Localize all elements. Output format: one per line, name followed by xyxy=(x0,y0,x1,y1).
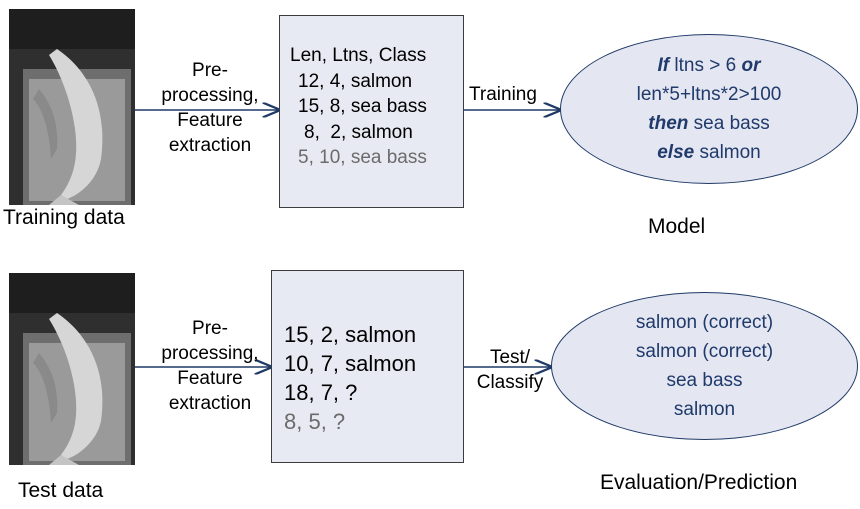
rule-else-value: salmon xyxy=(694,142,761,163)
test-data-caption: Test data xyxy=(18,479,104,502)
step-line: Pre- xyxy=(192,318,228,339)
step-line: extraction xyxy=(168,135,252,156)
result-line: salmon xyxy=(673,399,736,420)
test-preprocessing-label: Pre- processing, Feature extraction xyxy=(139,316,281,416)
features-header: Len, Ltns, Class xyxy=(290,45,427,66)
step-line: extraction xyxy=(168,393,252,414)
features-row: 18, 7, ? xyxy=(284,380,358,405)
fish-on-table-photo-icon xyxy=(9,9,135,205)
keyword-then: then xyxy=(648,113,689,134)
features-row-unknown: 8, 5, ? xyxy=(284,409,346,434)
training-arrow-label: Training xyxy=(469,84,537,105)
features-row: 12, 4, salmon xyxy=(298,70,413,92)
model-ellipse: If ltns > 6 or len*5+ltns*2>100 then sea… xyxy=(560,34,858,184)
training-preprocessing-label: Pre- processing, Feature extraction xyxy=(139,58,281,158)
fish-on-table-photo-icon xyxy=(9,273,135,465)
results-ellipse: salmon (correct) salmon (correct) sea ba… xyxy=(551,292,858,440)
result-line: salmon (correct) xyxy=(635,312,774,333)
keyword-else: else xyxy=(657,142,695,163)
training-features-box: Len, Ltns, Class 12, 4, salmon 15, 8, se… xyxy=(279,15,464,208)
features-row: 15, 8, sea bass xyxy=(298,96,427,117)
step-line: processing, xyxy=(161,85,259,106)
keyword-if: If xyxy=(657,55,670,76)
features-row: 10, 7, salmon xyxy=(284,351,417,376)
arrow-label-line: Classify xyxy=(476,372,544,393)
rule-then-value: sea bass xyxy=(688,113,770,134)
features-row: 15, 2, salmon xyxy=(284,322,417,347)
model-caption: Model xyxy=(648,215,706,238)
evaluation-caption: Evaluation/Prediction xyxy=(600,471,798,494)
training-data-caption: Training data xyxy=(3,206,125,229)
arrow-label-line: Test/ xyxy=(489,347,531,368)
step-line: processing, xyxy=(161,343,259,364)
step-line: Feature xyxy=(177,110,243,131)
model-rule-line-1: If ltns > 6 or xyxy=(658,51,761,80)
step-line: Pre- xyxy=(192,60,228,81)
training-fish-photo xyxy=(9,9,135,205)
keyword-or: or xyxy=(741,55,761,76)
features-row-unused: 5, 10, sea bass xyxy=(298,147,427,168)
features-row: 8, 2, salmon xyxy=(304,121,413,143)
model-rule-line-2: len*5+ltns*2>100 xyxy=(636,84,782,105)
test-features-box: 15, 2, salmon 10, 7, salmon 18, 7, ? 8, … xyxy=(271,270,464,463)
test-arrow-label: Test/ Classify xyxy=(472,345,548,395)
result-line: sea bass xyxy=(666,370,743,391)
step-line: Feature xyxy=(177,368,243,389)
test-fish-photo xyxy=(9,273,135,465)
model-rule-line-4: else salmon xyxy=(657,138,761,167)
model-rule-line-3: then sea bass xyxy=(648,109,769,138)
rule-condition: ltns > 6 xyxy=(669,55,742,76)
result-line: salmon (correct) xyxy=(635,341,774,362)
